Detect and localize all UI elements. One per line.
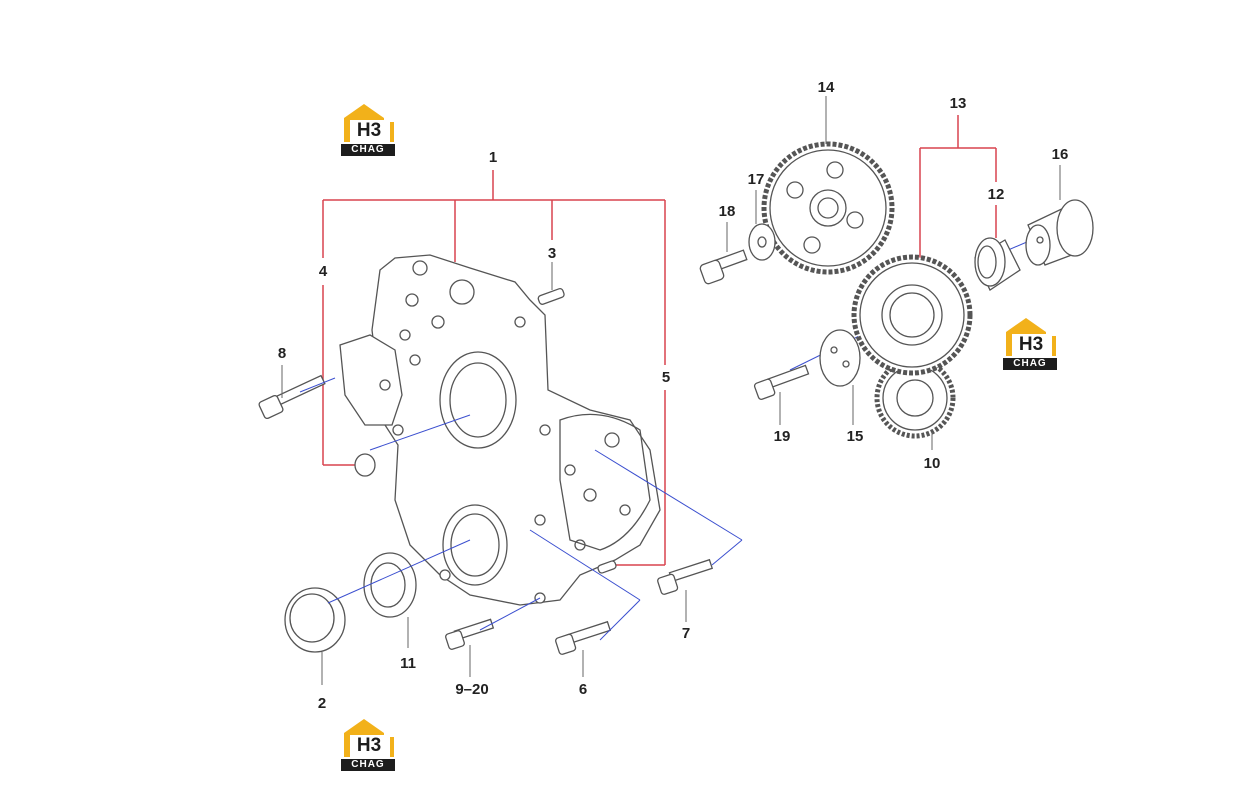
timing-cover-housing	[339, 254, 661, 606]
callout-7: 7	[682, 625, 690, 642]
logo-house-icon	[344, 719, 394, 757]
gear-13	[851, 254, 973, 376]
callout-labels: 1 3 4 5 8 2 11 9–20 6 7 14 13 16 17 12 1…	[278, 79, 1069, 712]
bushing-12	[974, 237, 1021, 291]
callout-5: 5	[662, 369, 670, 386]
callout-3: 3	[548, 245, 556, 262]
assembly-bracket-13	[919, 115, 997, 265]
callout-12: 12	[988, 186, 1005, 203]
callout-10: 10	[924, 455, 941, 472]
assembly-bracket-1	[322, 170, 666, 566]
brand-logo-top: H3 CHAG	[338, 102, 396, 158]
bolt-6	[555, 620, 612, 655]
callout-1: 1	[489, 149, 497, 166]
assembly-lines	[299, 199, 1051, 641]
logo-mark: H3	[1018, 334, 1044, 355]
brand-logo-right: H3 CHAG	[1000, 316, 1058, 372]
logo-house-icon	[344, 104, 394, 142]
callout-15: 15	[847, 428, 864, 445]
callout-6: 6	[579, 681, 587, 698]
callout-9-20: 9–20	[455, 681, 488, 698]
idler-shaft-16	[1025, 199, 1094, 266]
bushing-4	[354, 453, 376, 477]
gear-14	[761, 141, 895, 275]
dowel-pin-3	[537, 287, 565, 305]
callout-2: 2	[318, 695, 326, 712]
washer-17	[748, 223, 776, 261]
callout-16: 16	[1052, 146, 1069, 163]
callout-4: 4	[319, 263, 328, 280]
bolt-7	[657, 558, 714, 595]
thrust-plate-15	[819, 329, 861, 387]
callout-18: 18	[719, 203, 736, 220]
callout-13: 13	[950, 95, 967, 112]
oil-seal-2	[284, 587, 346, 653]
callout-19: 19	[774, 428, 791, 445]
logo-mark: H3	[356, 120, 382, 141]
bolt-9-20	[445, 618, 495, 650]
bolt-8	[258, 374, 326, 420]
callout-17: 17	[748, 171, 765, 188]
bolt-18	[699, 249, 748, 285]
bolt-19	[753, 364, 810, 400]
logo-mark: H3	[356, 735, 382, 756]
logo-text: CHAG	[341, 759, 395, 771]
dowel-pin-5	[597, 560, 617, 574]
ring-11	[363, 552, 417, 618]
logo-text: CHAG	[1003, 358, 1057, 370]
callout-8: 8	[278, 345, 286, 362]
callout-11: 11	[400, 655, 416, 672]
logo-house-icon	[1006, 318, 1056, 356]
logo-text: CHAG	[341, 144, 395, 156]
callout-leaders	[281, 96, 1061, 685]
callout-14: 14	[818, 79, 835, 96]
gear-10	[874, 357, 956, 439]
brand-logo-bottom: H3 CHAG	[338, 717, 396, 773]
